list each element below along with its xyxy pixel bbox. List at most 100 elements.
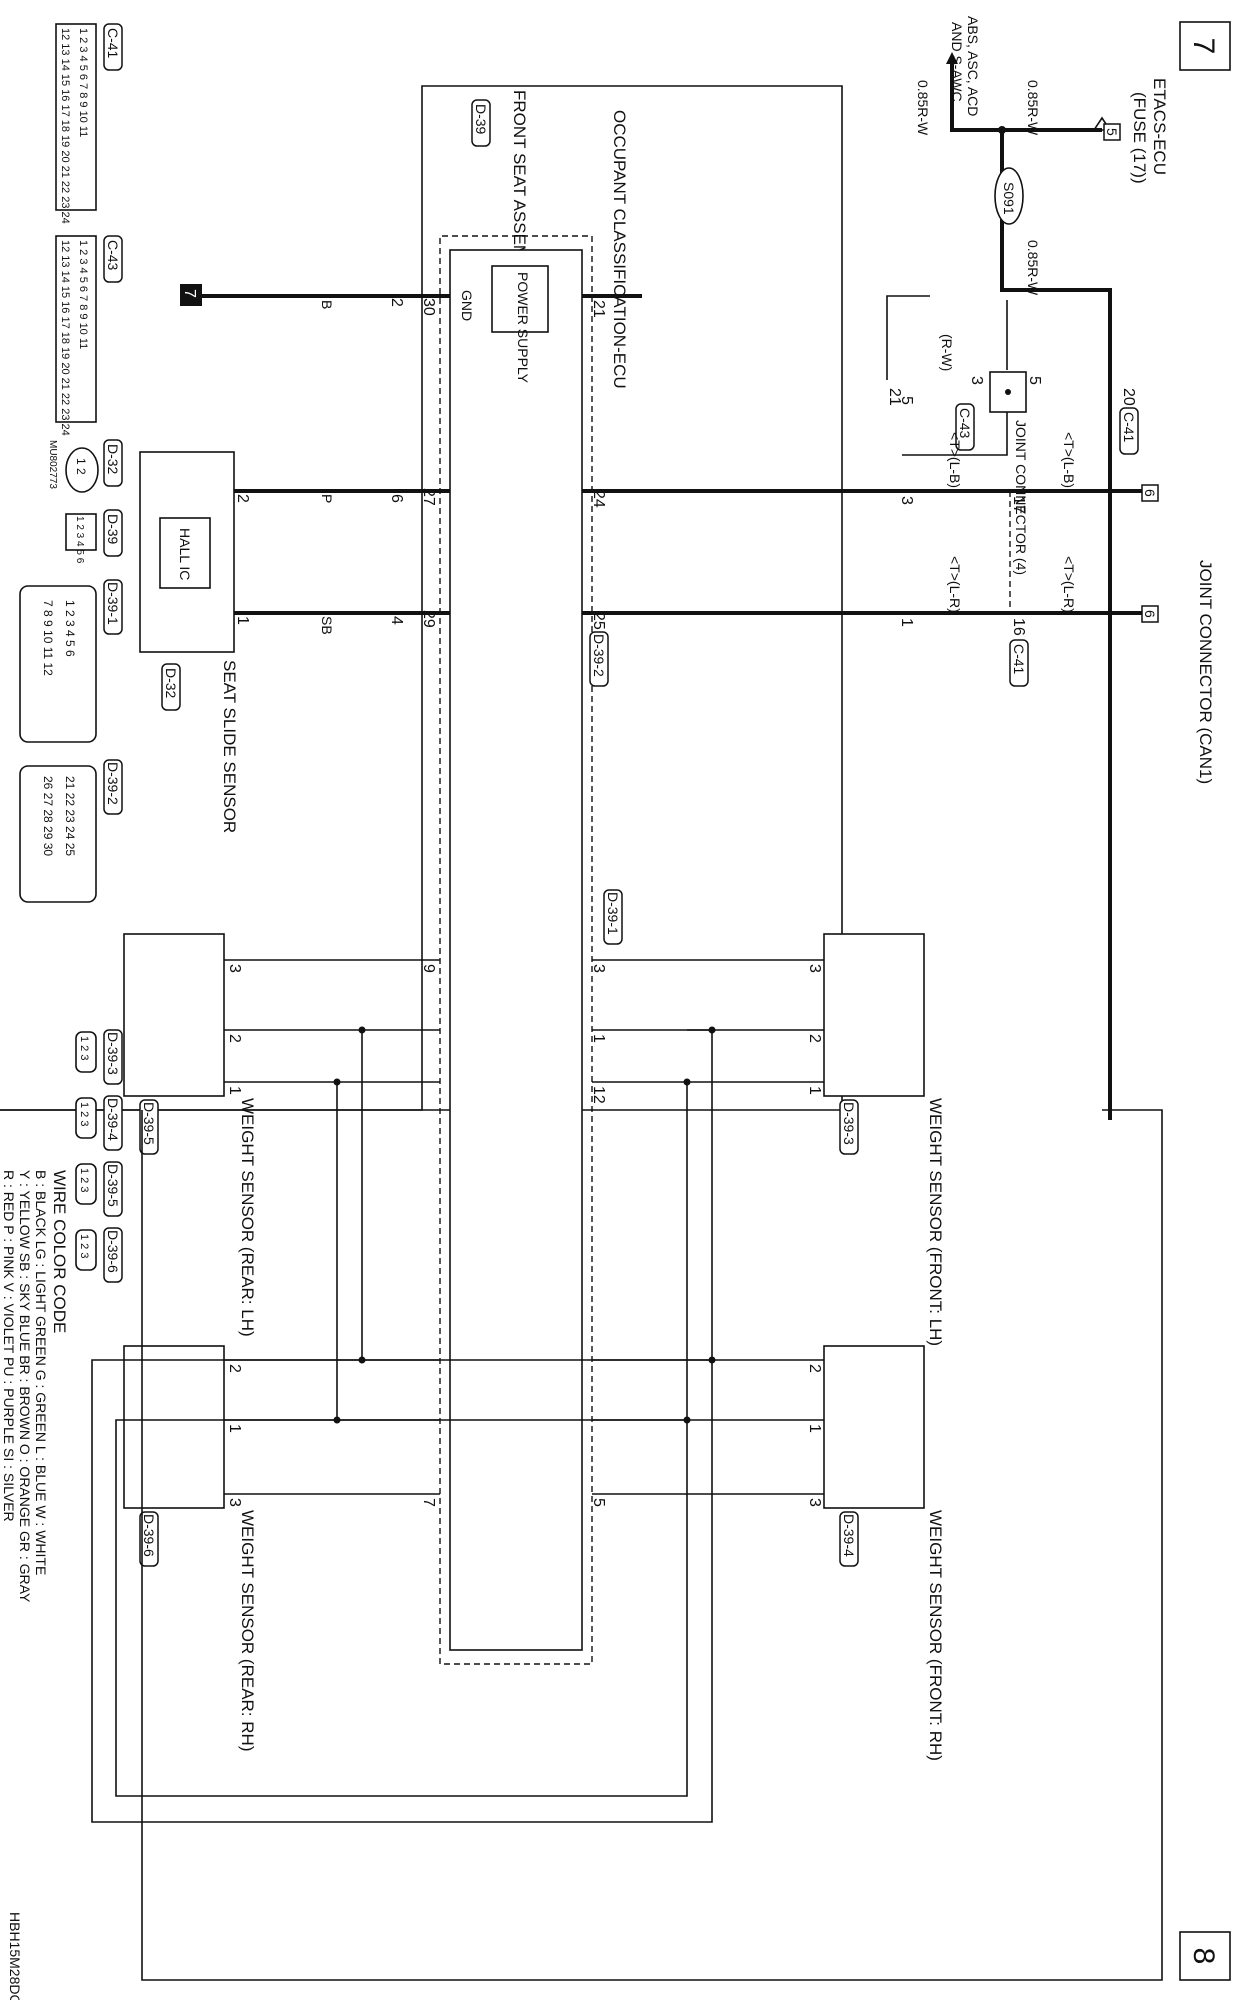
rr-pin3: 3: [226, 1498, 243, 1507]
wire-sb-label: SB: [319, 616, 335, 635]
c43-pin3: 3: [898, 496, 915, 505]
d39-tag-text: D-39: [473, 104, 489, 135]
d39-face-tag-text: D-39: [105, 514, 121, 545]
jc-pin5: 5: [1026, 376, 1043, 385]
joint-connector-4-dot: [1005, 389, 1011, 395]
figure-code: HBH15M28DC: [7, 1912, 23, 2000]
abs-swc-label: AND S-AWC: [949, 22, 965, 102]
d39-2-face-tag: [103, 759, 123, 815]
fl-pin2: 2: [806, 1034, 823, 1043]
can-pin6a: 6: [1142, 489, 1158, 497]
d39-5-face-body: [75, 1163, 97, 1205]
etacs-fuse-label: (FUSE (17)): [1130, 92, 1149, 184]
wire-b-label: B: [319, 300, 335, 309]
ecu-pin25: 25: [590, 612, 607, 630]
ecu-body: [449, 249, 583, 1651]
d39-face-pins: 1 2 3 4 5 6: [74, 516, 85, 564]
page-number-bottom: 8: [1187, 1948, 1220, 1965]
d32-tag: [161, 663, 181, 711]
c43-tag-text: C-43: [957, 408, 973, 439]
rl-pin3: 3: [226, 964, 243, 973]
c43-face-row2: 12 13 14 15 16 17 18 19 20 21 22 23 24: [59, 240, 71, 436]
ss-pin2: 2: [234, 494, 251, 503]
d39-3-tag-text: D-39-3: [841, 1102, 857, 1145]
d39-2-face-row2: 26 27 28 29 30: [41, 776, 55, 856]
power-supply-box: [491, 265, 549, 333]
wire-085rw-2: 0.85R-W: [915, 80, 931, 136]
page-number-box-top: [1179, 21, 1231, 71]
c43-face-tag: [103, 235, 123, 283]
c41-tag-can: [1009, 639, 1029, 687]
d39-6-face-tag-text: D-39-6: [105, 1230, 121, 1273]
d39-4-face-body: [75, 1097, 97, 1139]
fr-pin3: 3: [806, 1498, 823, 1507]
wire-085rw-1: 0.85R-W: [1025, 80, 1041, 136]
d32-tag-text: D-32: [163, 668, 179, 699]
rl-pin2: 2: [226, 1034, 243, 1043]
d39-4-face-tag: [103, 1095, 123, 1151]
ecu-label: OCCUPANT CLASSIFICATION-ECU: [610, 110, 629, 389]
ecu-pin30: 30: [420, 298, 437, 316]
d39-pin2: 2: [388, 298, 405, 307]
c43-pin1: 1: [898, 618, 915, 627]
d39-5-face-tag: [103, 1161, 123, 1217]
connector-face-d32: D-32 1 2 MU802773: [47, 439, 123, 493]
d39-5-tag: [139, 1099, 159, 1155]
c41-pin20: 20: [1120, 388, 1137, 406]
d39-4-face-tag-text: D-39-4: [105, 1098, 121, 1141]
d39-1-face-tag-text: D-39-1: [105, 582, 121, 625]
rotated-diagram: 7 8 ETACS-ECU (FUSE (17)) 5 ABS, ASC, AC…: [0, 16, 1231, 2005]
etacs-ecu-label: ETACS-ECU: [1150, 78, 1169, 175]
c41-pin16: 16: [1010, 618, 1027, 636]
connector-face-d39-5: D-39-5 1 2 3: [75, 1161, 123, 1217]
ws-front-rh-box: [823, 1345, 925, 1509]
c43-pin5: 5: [898, 396, 915, 405]
d39-1-face-row1: 1 2 3 4 5 6: [63, 600, 77, 657]
d39-tag: [471, 99, 491, 147]
gnd-label: GND: [459, 290, 475, 321]
ws-rear-rh-box: [123, 1345, 225, 1509]
connector-face-d39-4: D-39-4 1 2 3: [75, 1095, 123, 1151]
ws-front-rh-label: WEIGHT SENSOR (FRONT: RH): [926, 1510, 945, 1761]
rl-pin1: 1: [226, 1086, 243, 1095]
d39-pin6: 6: [388, 494, 405, 503]
connector-face-c43: C-43 1 2 3 4 5 6 7 8 9 10 11 12 13 14 15…: [55, 235, 123, 436]
ss-pin1: 1: [234, 616, 251, 625]
rr-pin2: 2: [226, 1364, 243, 1373]
connector-face-c41: C-41 1 2 3 4 5 6 7 8 9 10 11 12 13 14 15…: [55, 23, 123, 224]
c43-tag: [955, 403, 975, 451]
e1-pin7: 7: [420, 1498, 437, 1507]
d39-face-body: [65, 513, 97, 551]
d39-1-face-body: [19, 585, 97, 743]
d39-6-face-tag: [103, 1227, 123, 1283]
d39-2-face-tag-text: D-39-2: [105, 762, 121, 805]
e1-pin9: 9: [420, 964, 437, 973]
jc-out-wire: [902, 412, 1008, 456]
loop-1: [115, 1419, 688, 1797]
connector-face-d39-6: D-39-6 1 2 3: [75, 1227, 123, 1283]
lower-outer-loop: [141, 1109, 1163, 1981]
d39-2-tag-text: D-39-2: [591, 634, 607, 677]
d39-3-face-body: [75, 1031, 97, 1073]
page-number-box-bottom: [1179, 1931, 1231, 1981]
ecu-pin21: 21: [886, 388, 903, 406]
d39-1-tag-text: D-39-1: [605, 892, 621, 935]
e1-pin1: 1: [590, 1034, 607, 1043]
connector-face-d39-3: D-39-3 1 2 3: [75, 1029, 123, 1085]
d39-4-tag: [839, 1511, 859, 1567]
c41-tag-top-text: C-41: [1121, 412, 1137, 443]
d39-6-tag: [139, 1511, 159, 1567]
fr-pin1: 1: [806, 1424, 823, 1433]
d39-5-face-pins: 1 2 3: [78, 1168, 90, 1192]
ecu-dashed-outline: [439, 235, 593, 1665]
legend-title: WIRE COLOR CODE: [50, 1170, 69, 1333]
joint-connector-4-label: JOINT CONNECTOR (4): [1013, 420, 1029, 575]
d39-3-face-tag: [103, 1029, 123, 1085]
ground-number: 7: [181, 289, 198, 298]
ws-rear-lh-label: WEIGHT SENSOR (REAR: LH): [238, 1098, 257, 1337]
splice-s091-bubble: [994, 167, 1024, 225]
c41-face-tag-text: C-41: [105, 28, 121, 59]
c41-face-row2: 12 13 14 15 16 17 18 19 20 21 22 23 24: [59, 28, 71, 224]
can-pin6b: 6: [1142, 610, 1158, 618]
